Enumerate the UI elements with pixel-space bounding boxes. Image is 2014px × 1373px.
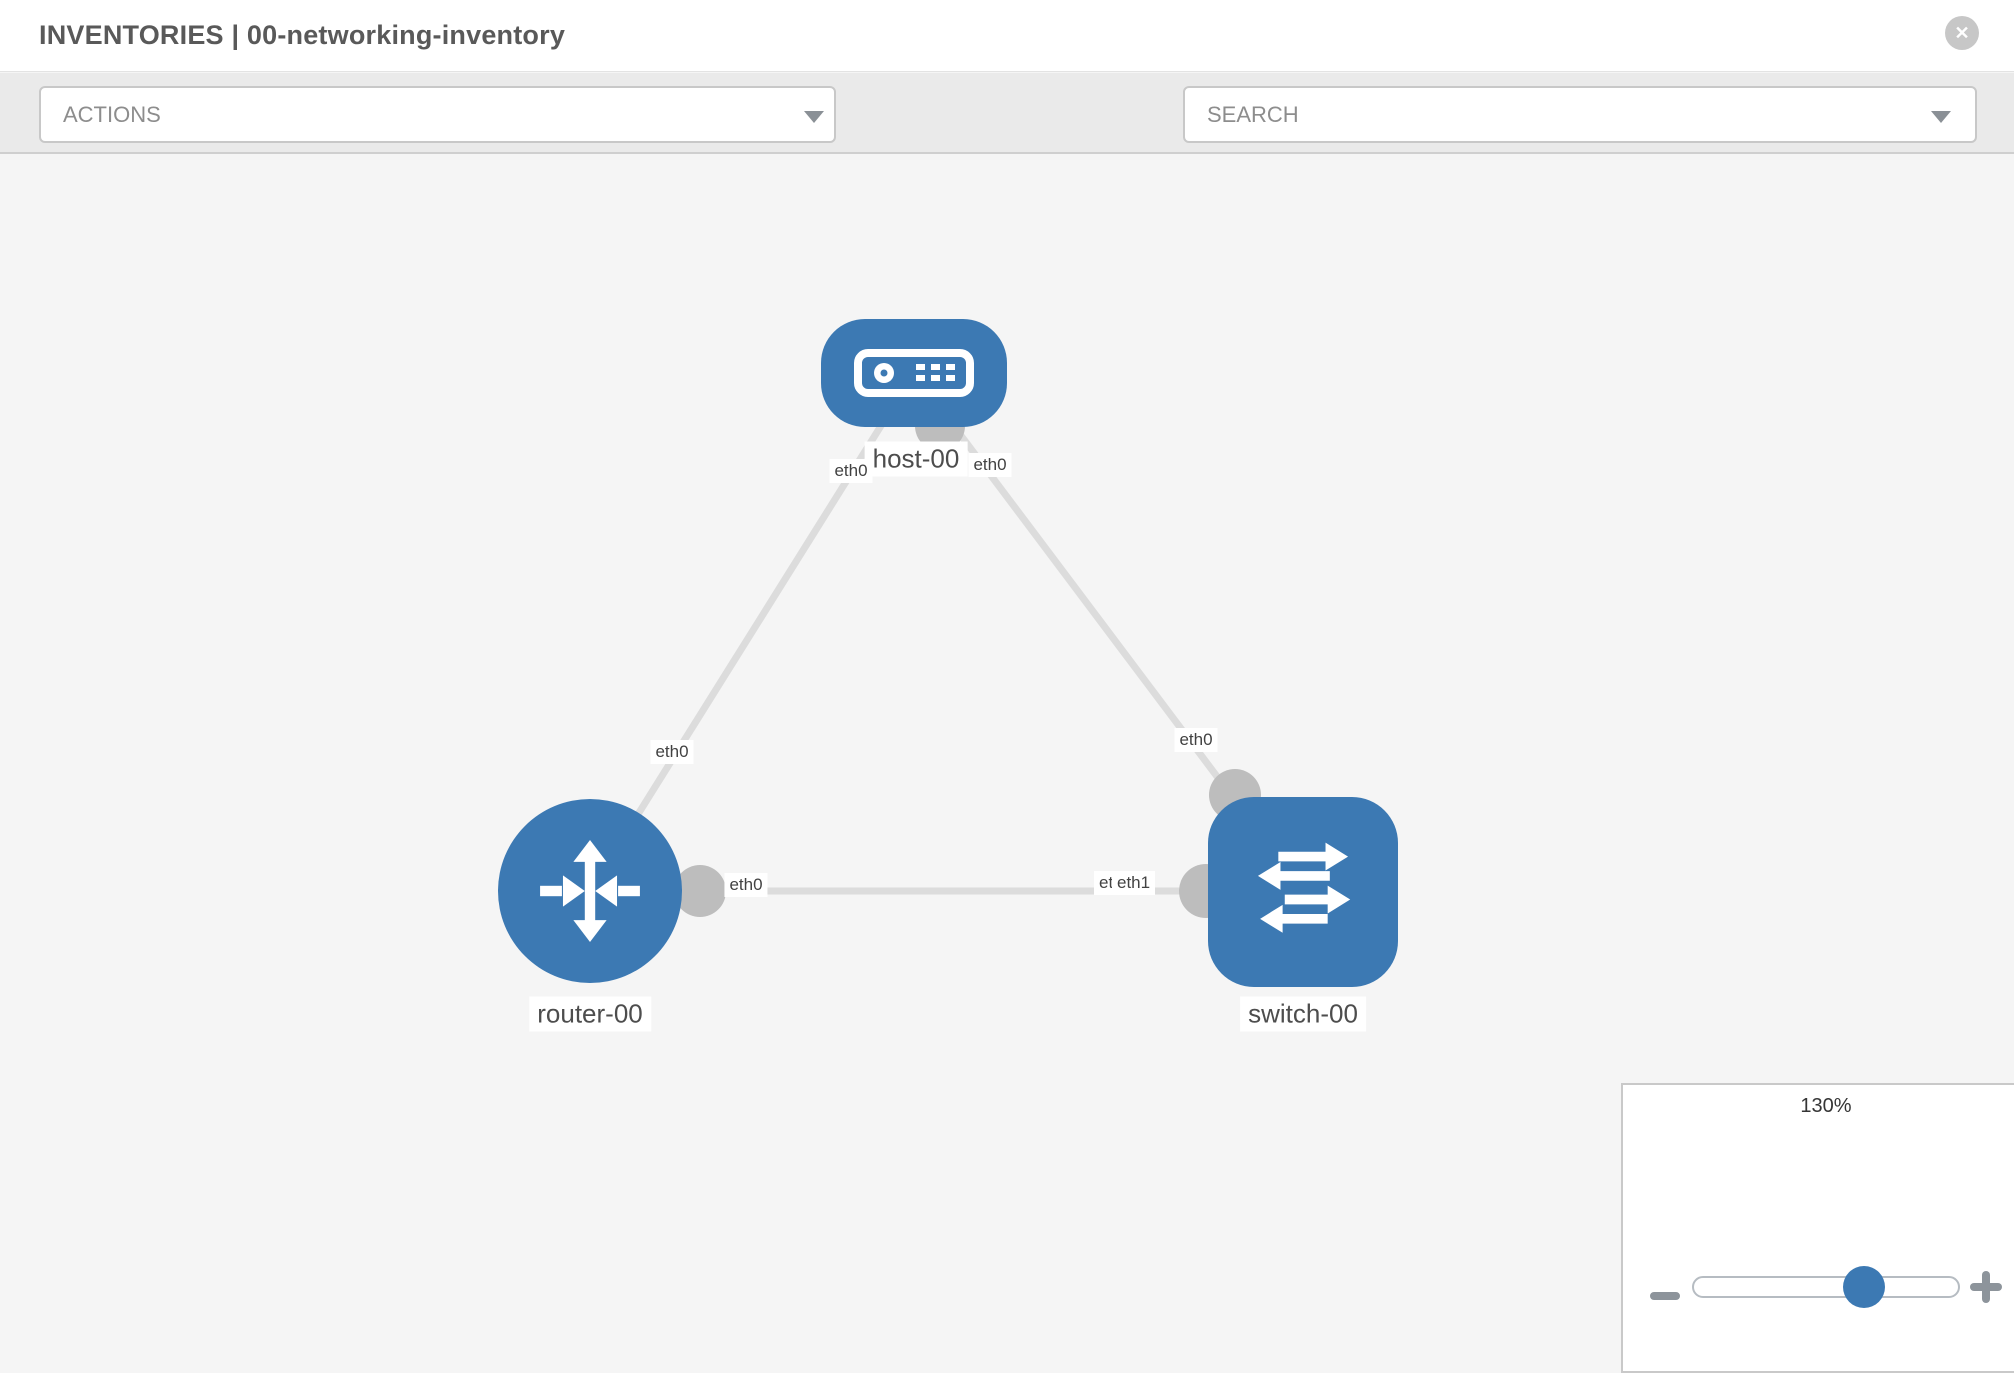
minus-icon — [1650, 1292, 1680, 1300]
topology-canvas[interactable]: host-00 router-00 switch-00 eth0 eth0 et… — [0, 155, 2014, 1373]
search-dropdown[interactable]: SEARCH — [1183, 86, 1977, 143]
close-button[interactable]: ✕ — [1945, 16, 1979, 50]
iface-label-router-eth0-mid: eth0 — [724, 873, 768, 897]
node-label-host: host-00 — [864, 441, 968, 477]
zoom-panel: 130% — [1621, 1083, 2014, 1373]
search-dropdown-label: SEARCH — [1207, 102, 1299, 127]
zoom-level-text: 130% — [1800, 1095, 1852, 1117]
iface-label-router-eth0-top: eth0 — [650, 740, 694, 764]
node-label-switch: switch-00 — [1240, 996, 1366, 1032]
zoom-out-button[interactable] — [1650, 1277, 1680, 1315]
node-switch-00[interactable] — [1208, 797, 1398, 987]
iface-label-switch-eth0-top: eth0 — [1174, 728, 1218, 752]
chevron-down-icon — [1931, 111, 1951, 123]
topology-links — [587, 370, 1306, 918]
node-label-router: router-00 — [529, 996, 651, 1032]
page-header: INVENTORIES | 00-networking-inventory ✕ — [0, 0, 2014, 72]
iface-label-host-eth0-left: eth0 — [829, 459, 873, 483]
node-router-00[interactable] — [498, 799, 682, 983]
close-icon: ✕ — [1954, 23, 1970, 43]
host-icon — [854, 349, 974, 397]
node-host-00[interactable] — [821, 319, 1007, 427]
iface-label-switch-eth1: eth1 — [1112, 871, 1156, 895]
switch-icon — [1257, 842, 1351, 933]
chevron-down-icon — [804, 111, 824, 123]
zoom-slider-handle[interactable] — [1843, 1266, 1885, 1308]
zoom-slider[interactable] — [1692, 1276, 1960, 1298]
port-circle-router-eth0[interactable] — [674, 865, 726, 917]
actions-dropdown[interactable]: ACTIONS — [39, 86, 836, 143]
zoom-in-button[interactable] — [1970, 1271, 2002, 1303]
router-icon — [540, 840, 640, 942]
actions-dropdown-label: ACTIONS — [63, 102, 161, 127]
page-title: INVENTORIES | 00-networking-inventory — [39, 20, 566, 50]
iface-label-host-eth0-right: eth0 — [968, 453, 1012, 477]
toolbar: ACTIONS SEARCH — [0, 73, 2014, 200]
plus-icon — [1970, 1271, 2002, 1303]
